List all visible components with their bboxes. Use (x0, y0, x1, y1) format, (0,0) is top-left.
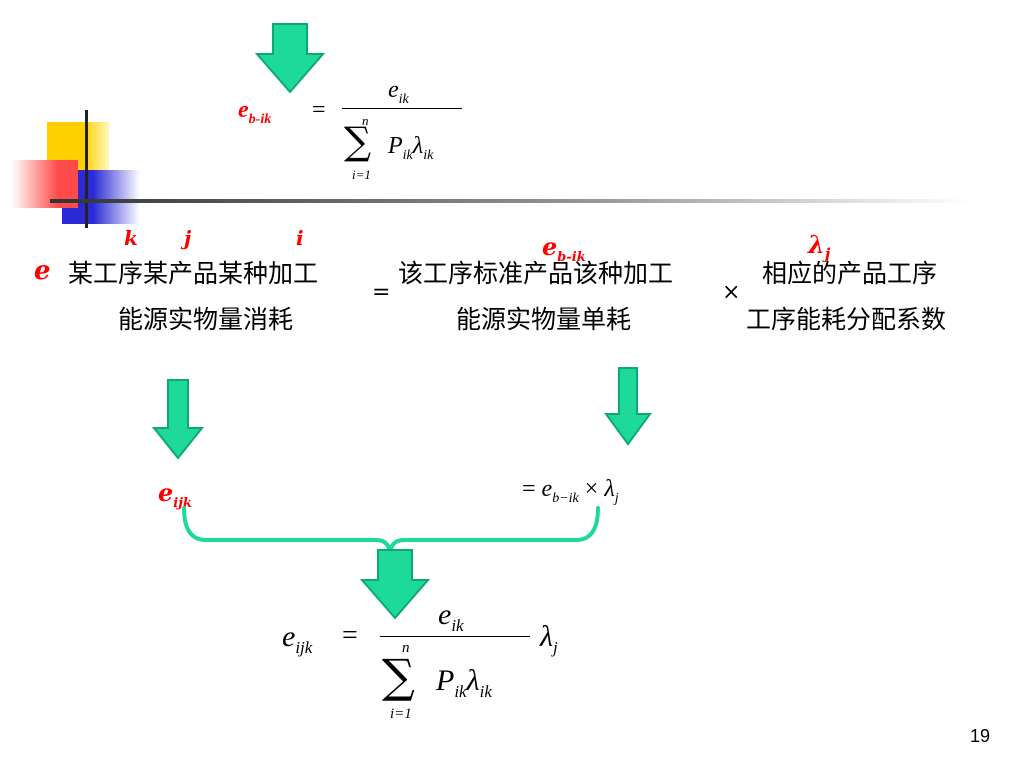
label-e: e (34, 256, 51, 286)
label-k: k (124, 226, 138, 250)
middle-e-sub: b−ik (552, 490, 579, 506)
bottom-sum-lower: i=1 (390, 706, 412, 722)
top-sum-lower: i=1 (352, 167, 371, 182)
middle-lambda: λ (604, 476, 615, 502)
term1-line1: 某工序某产品某种加工 (68, 259, 319, 288)
bottom-num-sub: ik (451, 616, 464, 635)
slide-ornament (0, 100, 160, 230)
term2-line2: 能源实物量单耗 (456, 305, 632, 334)
header-rule (50, 199, 970, 203)
middle-times: × (584, 476, 599, 502)
eb-base: e (238, 97, 249, 123)
label-i: i (296, 226, 304, 250)
top-sum-symbol: ∑ (344, 119, 372, 163)
term1-line2: 能源实物量消耗 (118, 305, 294, 334)
down-arrow-icon (604, 367, 652, 446)
bottom-den-P: P (436, 664, 455, 697)
down-arrow-icon (360, 549, 430, 620)
top-num-sub: ik (398, 91, 409, 107)
middle-rhs: = eb−ik × λj (522, 476, 619, 507)
top-den-lambda: λ (412, 133, 424, 159)
bottom-sum-upper: n (402, 640, 410, 656)
label-lambda-sub: j (824, 244, 831, 263)
top-fraction-line (342, 108, 462, 109)
bottom-tail-lambda: λ (540, 620, 553, 653)
bottom-den-P-sub: ik (454, 682, 467, 701)
top-num-e: e (388, 77, 399, 103)
bottom-den-lambda: λ (466, 664, 480, 697)
term3-line1: 相应的产品工序 (762, 259, 938, 288)
top-den-lambda-sub: ik (423, 147, 434, 163)
bottom-den-lambda-sub: ik (479, 682, 492, 701)
term2-line1: 该工序标准产品该种加工 (398, 259, 674, 288)
label-lambda-base: λ (808, 230, 825, 259)
bottom-num-e: e (438, 598, 452, 631)
bottom-lhs-e: e (282, 620, 296, 653)
label-eb-sub: b-ik (557, 249, 586, 265)
bottom-lhs-sub: ijk (295, 638, 313, 657)
label-j: j (184, 226, 192, 250)
bottom-sum-symbol: ∑ (382, 649, 415, 703)
down-arrow-icon (152, 379, 204, 460)
slide-number: 19 (970, 726, 991, 746)
bottom-formula: eijk = eik n ∑ i=1 Pikλik λj (280, 598, 600, 740)
top-sum-upper: n (362, 113, 369, 128)
top-formula: eb-ik = eik n ∑ i=1 Pikλik (230, 75, 490, 195)
down-arrow-icon (255, 23, 325, 94)
text-times: × (722, 280, 741, 305)
text-equals: = (372, 280, 391, 305)
middle-lambda-sub: j (614, 490, 619, 506)
eijk-sub: ijk (173, 495, 192, 511)
top-equals: = (312, 97, 326, 123)
middle-equals: = (522, 476, 536, 502)
top-den-P-sub: ik (402, 147, 413, 163)
bottom-fraction-line (380, 636, 530, 637)
ornament-vertical-line (85, 110, 88, 228)
eijk-base: e (158, 478, 174, 507)
bottom-tail-lambda-sub: j (553, 638, 558, 657)
term3-line2: 工序能耗分配系数 (746, 305, 947, 334)
middle-e: e (541, 476, 553, 502)
top-den-P: P (388, 133, 403, 159)
eb-sub: b-ik (248, 111, 272, 127)
bottom-equals: = (342, 620, 358, 651)
label-eb-base: e (542, 232, 558, 261)
